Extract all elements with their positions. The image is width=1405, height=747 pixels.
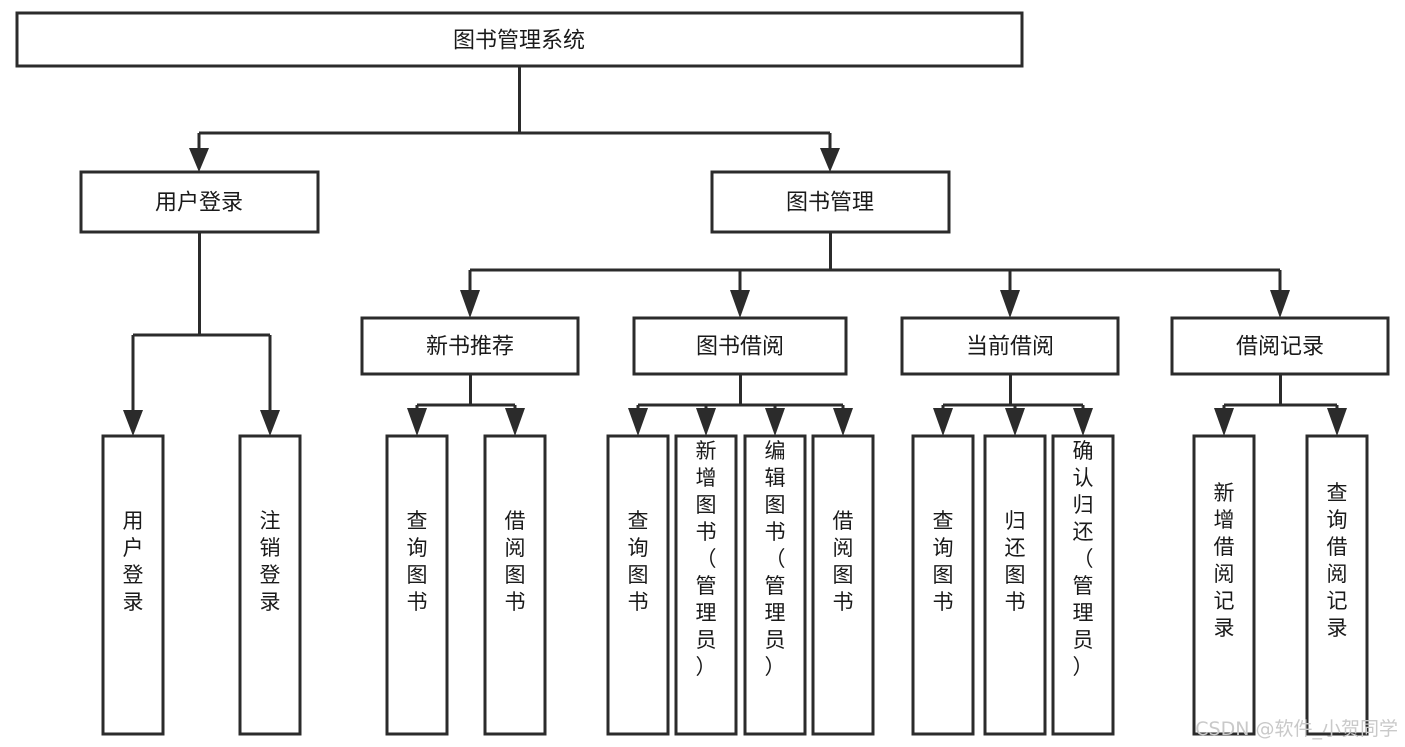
arrow-current-borrow [1000,290,1020,318]
arrow-leaf-query-record [1327,408,1347,436]
node-leaf-query-book-3-label: 查询图书 [933,509,954,614]
node-leaf-add-record[interactable]: 新增借阅记录 [1192,434,1256,736]
node-new-book-rec[interactable]: 新书推荐 [360,316,580,376]
arrow-leaf-borrow-book-2 [833,408,853,436]
edge-newbook-bus [415,374,517,414]
arrow-book-borrow [730,290,750,318]
edge-userlogin-bus [131,232,272,414]
arrow-leaf-user-login [123,410,143,436]
node-leaf-confirm-return[interactable]: 确认归还（管理员） [1051,434,1115,736]
arrow-new-book-rec [460,290,480,318]
node-leaf-return-book[interactable]: 归还图书 [983,434,1047,736]
node-leaf-query-book-2[interactable]: 查询图书 [606,434,670,736]
node-leaf-borrow-book-1[interactable]: 借阅图书 [483,434,547,736]
node-leaf-borrow-book-2[interactable]: 借阅图书 [811,434,875,736]
node-book-manage-label: 图书管理 [786,191,874,216]
node-leaf-user-login-label: 用户登录 [123,509,144,614]
node-current-borrow[interactable]: 当前借阅 [900,316,1120,376]
node-leaf-edit-book-label: 编辑图书（管理员） [765,439,786,679]
arrow-leaf-confirm-return [1073,408,1093,436]
arrow-borrow-record [1270,290,1290,318]
arrow-leaf-return-book [1005,408,1025,436]
arrow-book-manage [820,148,840,172]
node-user-login-label: 用户登录 [155,191,243,216]
node-leaf-query-book-1[interactable]: 查询图书 [385,434,449,736]
connector-layer [123,66,1347,436]
edge-bookborrow-bus [636,374,845,414]
node-leaf-confirm-return-label: 确认归还（管理员） [1073,439,1094,679]
arrow-user-login [189,148,209,172]
node-current-borrow-label: 当前借阅 [966,335,1054,360]
arrow-leaf-logout [260,410,280,436]
watermark-label: CSDN @软件_小贺同学 [1195,718,1398,740]
node-user-login[interactable]: 用户登录 [79,170,320,234]
node-leaf-query-record[interactable]: 查询借阅记录 [1305,434,1369,736]
node-leaf-query-book-1-label: 查询图书 [407,509,428,614]
node-leaf-query-book-2-label: 查询图书 [628,509,649,614]
edge-root-bus [197,66,832,152]
node-root[interactable]: 图书管理系统 [15,11,1024,68]
node-leaf-edit-book[interactable]: 编辑图书（管理员） [743,434,807,736]
node-leaf-return-book-label: 归还图书 [1005,509,1026,614]
node-leaf-add-book-label: 新增图书（管理员） [696,439,717,679]
node-leaf-query-book-3[interactable]: 查询图书 [911,434,975,736]
node-leaf-borrow-book-1-label: 借阅图书 [505,509,526,614]
node-leaf-borrow-book-2-label: 借阅图书 [833,509,854,614]
node-book-manage[interactable]: 图书管理 [710,170,951,234]
node-leaf-add-record-label: 新增借阅记录 [1214,481,1235,640]
arrow-leaf-add-book [696,408,716,436]
node-new-book-rec-label: 新书推荐 [426,335,514,360]
arrow-leaf-query-book-3 [933,408,953,436]
edge-bookmanage-bus [468,232,1282,294]
node-book-borrow-label: 图书借阅 [696,335,784,360]
node-borrow-record-label: 借阅记录 [1236,335,1324,360]
node-leaf-user-login[interactable]: 用户登录 [101,434,165,736]
arrow-leaf-borrow-book-1 [505,408,525,436]
arrow-leaf-query-book-2 [628,408,648,436]
node-root-label: 图书管理系统 [453,29,585,54]
node-leaf-logout-label: 注销登录 [260,509,281,614]
arrow-leaf-add-record [1214,408,1234,436]
node-leaf-logout[interactable]: 注销登录 [238,434,302,736]
node-borrow-record[interactable]: 借阅记录 [1170,316,1390,376]
node-book-borrow[interactable]: 图书借阅 [632,316,848,376]
arrow-leaf-edit-book [765,408,785,436]
node-leaf-add-book[interactable]: 新增图书（管理员） [674,434,738,736]
node-leaf-query-record-label: 查询借阅记录 [1327,481,1348,640]
arrow-leaf-query-book-1 [407,408,427,436]
edge-borrowrecord-bus [1222,374,1339,414]
